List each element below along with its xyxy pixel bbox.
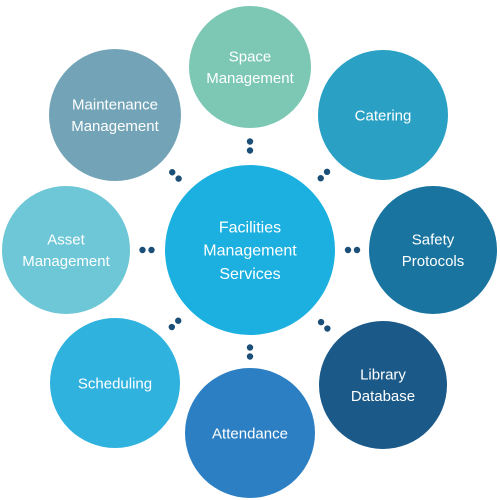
connector-dot [139,246,146,254]
label-line: Library [360,366,406,383]
node-circle [318,50,448,180]
connector-dot [324,325,331,332]
connectors [139,138,361,360]
label-line: Asset [47,231,85,248]
node-circle [185,368,315,498]
label-line: Catering [355,107,412,124]
node-circle [189,6,311,128]
label-line: Facilities [219,219,281,236]
label-line: Management [22,253,110,270]
label-line: Management [203,243,297,260]
connector-dot [353,246,361,254]
label-line: Safety [412,231,455,248]
node-catering: Catering [318,50,448,180]
connector-dot [175,317,182,324]
connector-dot [317,318,325,326]
connector-dot [246,138,254,145]
connector-dot [246,353,254,360]
connector-dot [169,169,176,176]
node-circle [319,321,447,449]
node-attendance: Attendance [185,368,315,498]
connector-dot [246,344,254,351]
label-line: Management [71,118,159,135]
label-line: Scheduling [78,375,152,392]
node-circle [49,49,181,181]
label-line: Space [229,48,272,65]
node-label: Catering [355,107,412,124]
connector-dot [323,168,331,176]
connector-dot [148,246,155,254]
node-circle [50,318,180,448]
label-line: Services [219,266,280,283]
node-label: Attendance [212,425,288,442]
connector-dot [344,246,352,254]
connector-dot [317,175,324,182]
node-label: Scheduling [78,375,152,392]
label-line: Management [206,70,294,87]
label-line: Maintenance [72,96,158,113]
connector-dot [246,147,254,154]
hub-shape [163,163,337,337]
node-scheduling: Scheduling [50,318,180,448]
label-line: Protocols [402,253,465,270]
node-circle [369,186,497,314]
node-circle [2,186,130,314]
connector-dot [175,175,182,182]
label-line: Database [351,388,415,405]
connector-dot [168,323,176,331]
label-line: Attendance [212,425,288,442]
